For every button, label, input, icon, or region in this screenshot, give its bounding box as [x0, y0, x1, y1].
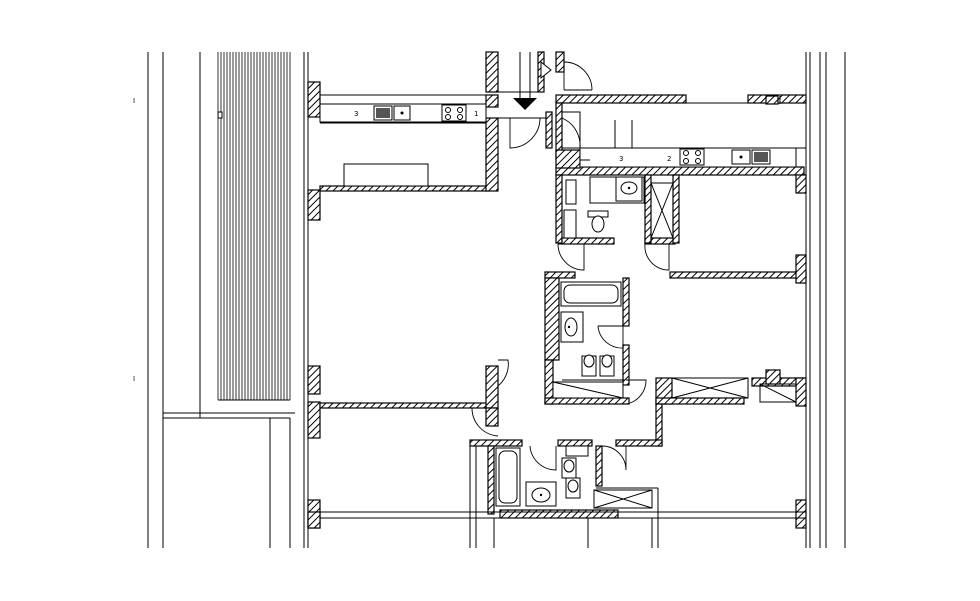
toilet-icon	[587, 210, 609, 233]
door-swing-icon	[563, 61, 593, 91]
entrance-arrow-icon	[513, 52, 552, 110]
doors	[471, 61, 670, 471]
door-swing-icon	[509, 117, 541, 149]
left-counter-end-label: 1	[474, 110, 478, 118]
door-swing-icon	[529, 445, 557, 471]
middle-bathroom	[552, 281, 624, 399]
sink-icon	[373, 105, 411, 121]
left-kitchen: 3 1	[319, 103, 487, 187]
right-counter-mid-label: 2	[667, 155, 671, 163]
tick-lower: I	[133, 375, 135, 383]
door-swing-icon	[497, 359, 509, 387]
right-kitchen: 3 2	[579, 147, 797, 168]
toilet-icon	[581, 354, 597, 377]
lower-bathroom	[495, 445, 589, 507]
door-swing-icon	[644, 243, 670, 271]
washbasin-icon	[615, 176, 643, 202]
washbasin-icon	[525, 481, 557, 507]
toilet-icon	[561, 457, 577, 479]
door-swing-icon	[561, 117, 581, 149]
east-facade	[805, 52, 846, 548]
washbasin-icon	[560, 311, 584, 343]
door-swing-icon	[597, 325, 624, 349]
misc-details	[217, 95, 781, 385]
door-swing-icon	[625, 379, 647, 405]
door-swing-icon	[601, 445, 627, 471]
right-counter-label: 3	[619, 155, 623, 163]
tick-upper: I	[133, 97, 135, 105]
bidet-icon	[599, 354, 615, 377]
stove-icon	[679, 148, 705, 166]
terrace	[147, 52, 295, 548]
bathtub-icon	[495, 447, 521, 507]
axis-ticks: I I	[133, 97, 135, 383]
door-swing-icon	[557, 243, 585, 271]
terrace-slats	[217, 52, 291, 401]
stove-icon	[441, 104, 467, 122]
bathtub-icon	[560, 281, 622, 307]
sink-icon	[731, 149, 771, 165]
left-counter-label: 3	[354, 110, 358, 118]
door-swing-icon	[471, 407, 499, 437]
upper-bathroom	[563, 176, 645, 239]
bidet-icon	[565, 477, 581, 499]
west-facade	[303, 52, 309, 548]
